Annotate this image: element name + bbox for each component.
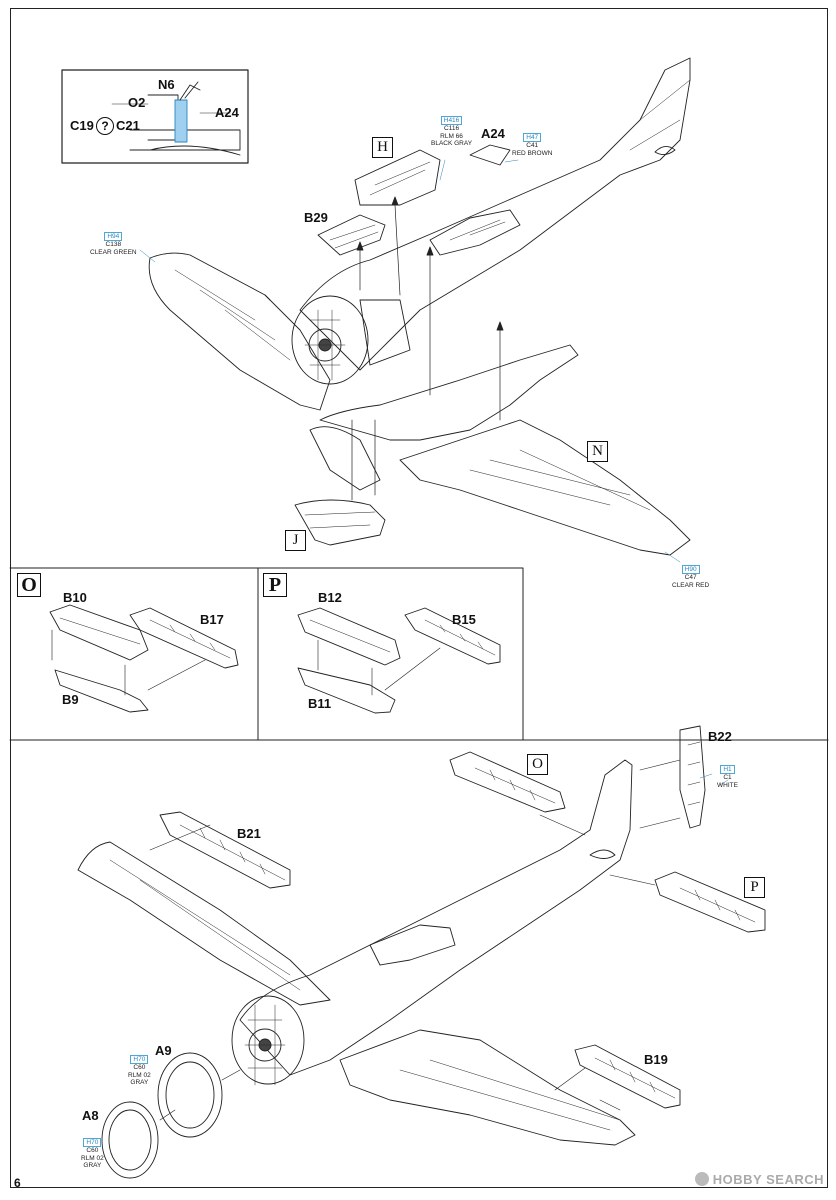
color-callout-h416: H416 C116 RLM 66 BLACK GRAY [431,116,473,147]
subassembly-box-j: J [285,530,306,551]
part-label-c21: C21 [116,118,140,133]
substep-box-o: O [17,573,41,597]
subassembly-box-n: N [587,441,608,462]
part-label-b22: B22 [708,729,732,744]
color-callout-h47: H47 C41 RED BROWN [512,133,553,157]
lower-aircraft-drawing [77,725,766,1179]
part-label-b21: B21 [237,826,261,841]
page-number: 6 [14,1176,21,1190]
part-label-c19: C19 [70,118,94,133]
upper-aircraft-drawing [139,57,691,563]
part-label-a9: A9 [155,1043,172,1058]
part-label-o2: O2 [128,95,146,110]
part-label-n6: N6 [158,77,175,92]
substep-panels [9,567,829,741]
subassembly-box-o: O [527,754,548,775]
substep-p-drawing [297,607,501,714]
watermark: HOBBY SEARCH [694,1172,824,1187]
watermark-logo-icon [694,1172,709,1186]
part-label-a24-inset: A24 [215,105,239,120]
color-callout-h94: H94 C138 CLEAR GREEN [90,232,137,256]
part-label-b19: B19 [644,1052,668,1067]
option-circle-icon: ? [96,117,114,135]
substep-o-drawing [49,604,239,713]
part-label-b10: B10 [63,590,87,605]
part-label-b15: B15 [452,612,476,627]
part-label-b17: B17 [200,612,224,627]
subassembly-box-h: H [372,137,393,158]
part-label-b29: B29 [304,210,328,225]
substep-box-p: P [263,573,287,597]
page-frame [10,8,828,1188]
subassembly-box-p: P [744,877,765,898]
part-label-a24: A24 [481,126,505,141]
color-callout-h1: H1 C1 WHITE [717,765,738,789]
color-callout-h70-a9: H70 C60 RLM 02 GRAY [128,1055,151,1086]
inset-detail [61,69,249,164]
color-callout-h70-a8: H70 C60 RLM 02 GRAY [81,1138,104,1169]
part-label-a8: A8 [82,1108,99,1123]
watermark-text: HOBBY SEARCH [712,1172,824,1187]
color-callout-h90: H90 C47 CLEAR RED [672,565,710,589]
part-label-b11: B11 [308,696,332,711]
part-label-b9: B9 [62,692,79,707]
part-label-b12: B12 [318,590,342,605]
